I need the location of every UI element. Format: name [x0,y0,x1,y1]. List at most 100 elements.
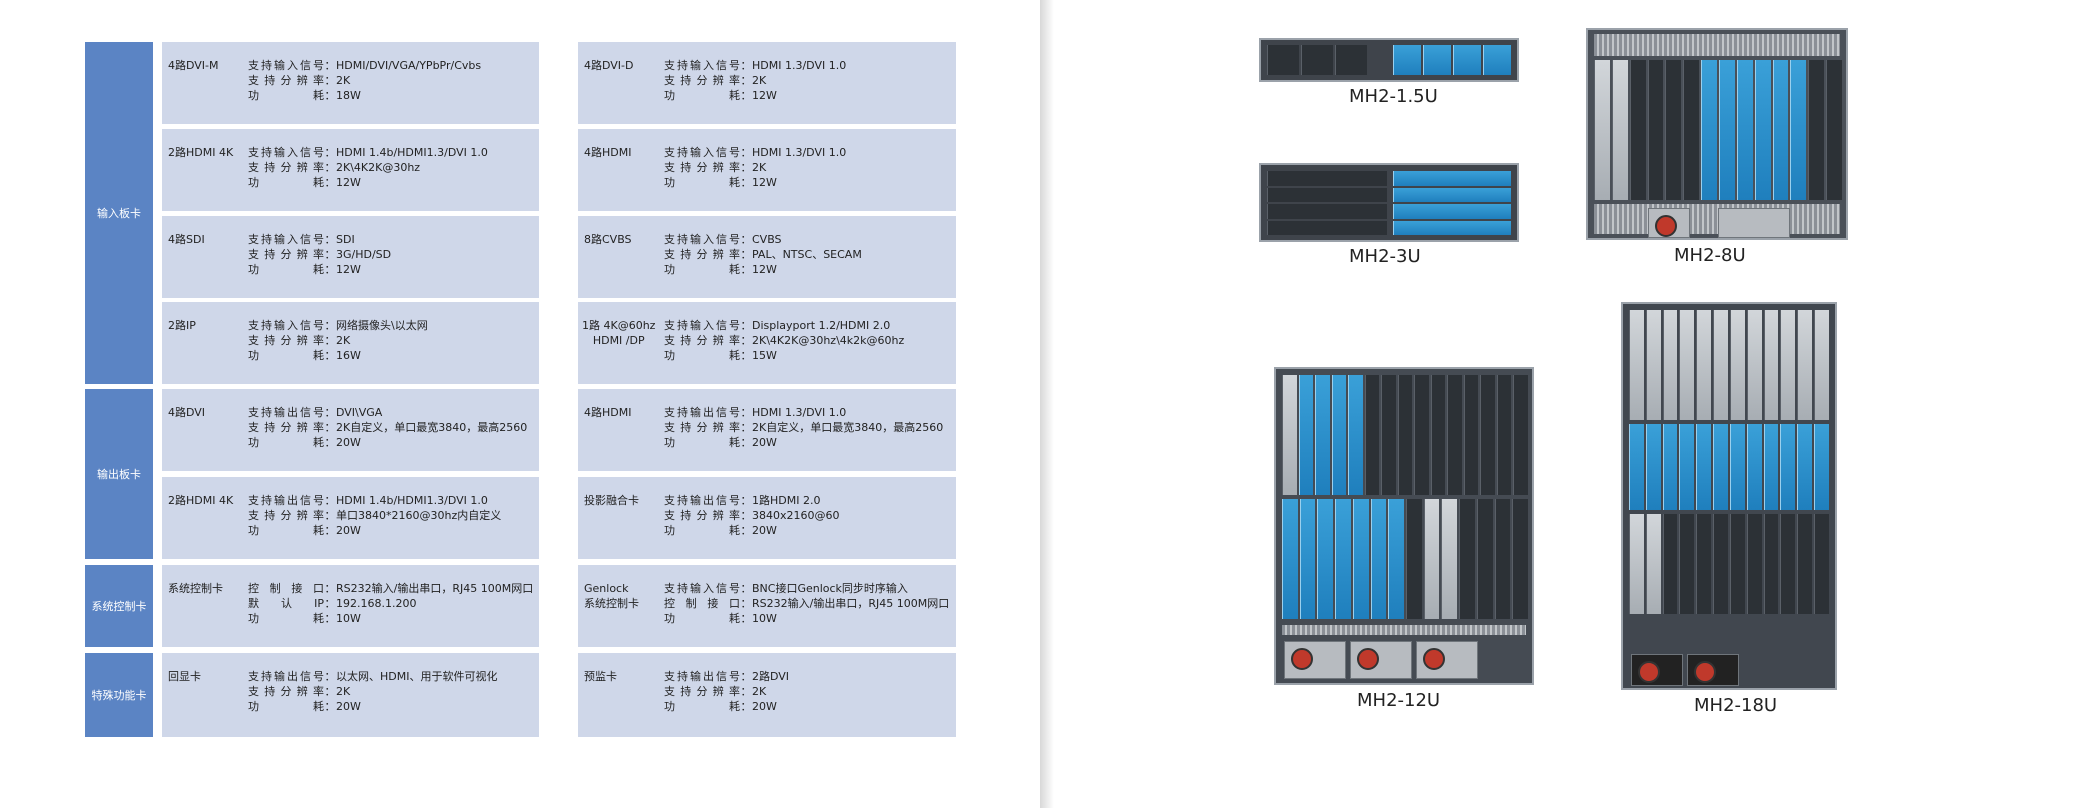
spec-label: 支持输出信号 [248,406,324,419]
card-name: 2路HDMI 4K [168,494,234,507]
spec-label: 支持分辨率 [664,421,740,434]
spec-value: 20W [752,436,777,449]
spec-label: 支持输入信号 [248,233,324,246]
spec-value: PAL、NTSC、SECAM [752,248,862,261]
spec-label: 支持分辨率 [248,248,324,261]
spec-value: CVBS [752,233,782,246]
spec-value: 10W [336,612,361,625]
spec-label: 支持输入信号 [664,319,740,332]
card-cell: 4路DVI 支持输出信号：DVI\VGA 支持分辨率：2K自定义，单口最宽384… [162,389,539,471]
device-mh2-3u-image [1259,163,1519,242]
device-mh2-8u-image [1586,28,1848,240]
spec-value: 12W [752,176,777,189]
card-name: 2路HDMI 4K [168,146,234,159]
spec-value: HDMI/DVI/VGA/YPbPr/Cvbs [336,59,482,72]
spec-value: SDI [336,233,355,246]
card-specs: 支持输出信号：以太网、HDMI、用于软件可视化 支持分辨率：2K 功耗：20W [248,670,498,713]
device-mh2-1-5u-image [1259,38,1519,82]
card-cell: 投影融合卡 支持输出信号：1路HDMI 2.0 支持分辨率：3840x2160@… [578,477,956,559]
spec-value: 12W [336,176,361,189]
card-name: 1路 4K@60hz HDMI /DP [582,319,656,347]
spec-value: 10W [752,612,777,625]
card-name: 4路DVI-D [584,59,634,72]
spec-label: 功耗 [664,263,740,276]
card-name: 预监卡 [584,670,617,683]
card-specs: 支持输出信号：HDMI 1.3/DVI 1.0 支持分辨率：2K自定义，单口最宽… [664,406,944,449]
card-cell: 8路CVBS 支持输入信号：CVBS 支持分辨率：PAL、NTSC、SECAM … [578,216,956,298]
spec-label: 支持输出信号 [248,670,324,683]
spec-label: 功耗 [664,349,740,362]
card-name: 4路SDI [168,233,205,246]
card-cell: 预监卡 支持输出信号：2路DVI 支持分辨率：2K 功耗：20W [578,653,956,737]
card-specs: 支持输出信号：2路DVI 支持分辨率：2K 功耗：20W [664,670,790,713]
card-name: 2路IP [168,319,196,332]
card-cell: 1路 4K@60hz HDMI /DP 支持输入信号：Displayport 1… [578,302,956,384]
spec-label: 支持分辨率 [248,685,324,698]
spec-value: HDMI 1.4b/HDMI1.3/DVI 1.0 [336,146,488,159]
card-specs: 支持输入信号：SDI 支持分辨率：3G/HD/SD 功耗：12W [248,233,392,276]
category-label: 特殊功能卡 [91,688,147,702]
category-output-cards: 输出板卡 [85,389,153,559]
spec-label: 支持输出信号 [664,670,740,683]
spec-label: 控制接口 [248,582,324,595]
category-label: 输出板卡 [97,467,141,481]
spec-value: 单口3840*2160@30hz内自定义 [336,509,502,522]
card-cell: 回显卡 支持输出信号：以太网、HDMI、用于软件可视化 支持分辨率：2K 功耗：… [162,653,539,737]
spec-label: 支持分辨率 [664,248,740,261]
card-name: Genlock 系统控制卡 [584,582,639,610]
spec-label: 支持分辨率 [248,334,324,347]
spec-label: 支持分辨率 [664,509,740,522]
spec-value: 20W [336,524,361,537]
spec-label: 支持分辨率 [248,161,324,174]
card-cell: 系统控制卡 控制接口：RS232输入/输出串口，RJ45 100M网口 默认IP… [162,565,539,647]
spec-value: 18W [336,89,361,102]
spec-value: 2K\4K2K@30hz [336,161,421,174]
card-specs: 支持输入信号：Displayport 1.2/HDMI 2.0 支持分辨率：2K… [664,319,905,362]
spec-label: 支持分辨率 [664,74,740,87]
device-label: MH2-3U [1349,246,1421,267]
fan-icon [1638,661,1660,683]
spec-value: 2K自定义，单口最宽3840，最高2560 [752,421,944,434]
device-mh2-12u-image [1274,367,1534,685]
spec-value: 2K [336,685,351,698]
card-name: 8路CVBS [584,233,632,246]
spec-value: 2K [752,685,767,698]
spec-value: 20W [752,524,777,537]
spec-label: 功耗 [248,524,324,537]
device-label: MH2-8U [1674,245,1746,266]
card-name: 投影融合卡 [584,494,639,507]
spec-value: RS232输入/输出串口，RJ45 100M网口 [752,597,950,610]
spec-page: 输入板卡 输出板卡 系统控制卡 特殊功能卡 4路DVI-M 支持输入信号：HDM… [0,0,1040,808]
spec-value: 20W [752,700,777,713]
card-name: 4路DVI [168,406,206,419]
spec-label: 功耗 [248,263,324,276]
spec-label: 功耗 [664,436,740,449]
card-name: 回显卡 [168,670,201,683]
device-label: MH2-18U [1694,695,1778,716]
spec-label: 功耗 [664,612,740,625]
card-specs: 支持输入信号：HDMI 1.3/DVI 1.0 支持分辨率：2K 功耗：12W [664,146,847,189]
card-specs: 支持输入信号：CVBS 支持分辨率：PAL、NTSC、SECAM 功耗：12W [664,233,862,276]
spec-label: 支持输入信号 [248,59,324,72]
device-label: MH2-12U [1357,690,1441,711]
spec-label: 支持分辨率 [664,334,740,347]
spec-label: 功耗 [664,176,740,189]
card-specs: 支持输出信号：1路HDMI 2.0 支持分辨率：3840x2160@60 功耗：… [664,494,840,537]
card-cell: 4路DVI-M 支持输入信号：HDMI/DVI/VGA/YPbPr/Cvbs 支… [162,42,539,124]
category-input-cards: 输入板卡 [85,42,153,384]
card-cell: 2路IP 支持输入信号：网络摄像头\以太网 支持分辨率：2K 功耗：16W [162,302,539,384]
spec-value: HDMI 1.3/DVI 1.0 [752,406,847,419]
card-specs: 支持输入信号：HDMI/DVI/VGA/YPbPr/Cvbs 支持分辨率：2K … [248,59,482,102]
card-cell: Genlock 系统控制卡 支持输入信号：BNC接口Genlock同步时序输入 … [578,565,956,647]
spec-label: 默认IP [248,597,324,610]
spec-value: 2路DVI [752,670,790,683]
spec-label: 支持分辨率 [248,509,324,522]
spec-label: 支持分辨率 [248,421,324,434]
spec-label: 支持分辨率 [248,74,324,87]
fan-icon [1694,661,1716,683]
spec-label: 功耗 [248,612,324,625]
spec-value: 1路HDMI 2.0 [752,494,821,507]
spec-value: 2K\4K2K@30hz\4k2k@60hz [752,334,905,347]
card-specs: 支持输出信号：DVI\VGA 支持分辨率：2K自定义，单口最宽3840，最高25… [248,406,528,449]
card-cell: 2路HDMI 4K 支持输入信号：HDMI 1.4b/HDMI1.3/DVI 1… [162,129,539,211]
